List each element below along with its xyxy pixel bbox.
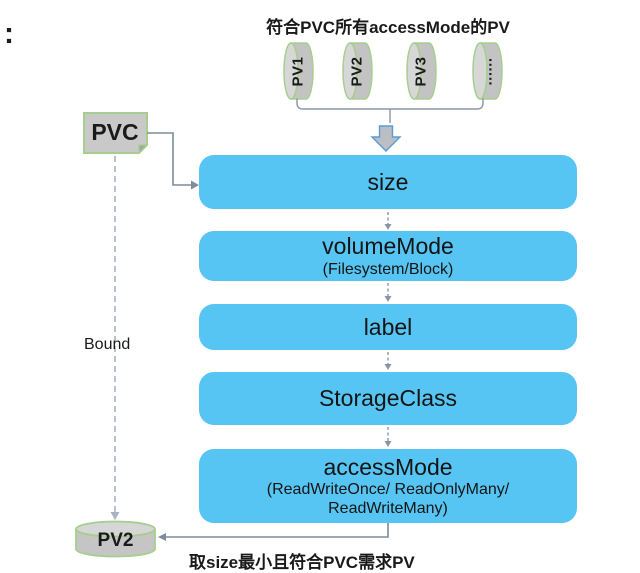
bound-label: Bound	[84, 336, 131, 353]
bottom-caption: 取size最小且符合PVC需求PV	[189, 553, 415, 572]
criteria-box-accessmode-title: accessMode	[323, 453, 453, 480]
grouping-bracket	[296, 98, 484, 110]
flow-arrows	[384, 212, 392, 447]
result-connector	[166, 523, 389, 538]
criteria-box-label-title: label	[363, 313, 413, 340]
pv2-label: PV2	[348, 56, 366, 87]
pvc-note-shape	[83, 112, 149, 155]
criteria-box-volumemode-subtitle: (Filesystem/Block)	[322, 260, 454, 278]
result-cylinder-label: PV2	[97, 530, 134, 551]
pv2-cylinder-shape	[342, 42, 373, 100]
criteria-box-storageclass: StorageClass	[199, 372, 577, 425]
criteria-box-size: size	[199, 155, 577, 209]
pv1-cylinder-shape	[283, 42, 314, 100]
pv3-label: PV3	[412, 56, 430, 87]
criteria-box-size-title: size	[367, 168, 409, 195]
pv-more-label: ......	[478, 57, 496, 86]
criteria-box-volumemode: volumeMode (Filesystem/Block)	[199, 231, 577, 281]
pvc-to-size-arrowhead	[191, 180, 199, 190]
criteria-box-volumemode-title: volumeMode	[322, 233, 454, 260]
pvc-box-label: PVC	[91, 119, 139, 145]
pv-more-cylinder-shape	[472, 42, 503, 100]
criteria-box-accessmode-subtitle-line1: (ReadWriteOnce/ ReadOnlyMany/	[266, 481, 510, 499]
criteria-box-accessmode-subtitle-line2: ReadWriteMany)	[328, 500, 448, 518]
pv3-cylinder-shape	[406, 42, 437, 100]
result-arrowhead	[158, 533, 166, 541]
result-cylinder-shape	[75, 520, 156, 558]
colon-marker: :	[4, 17, 14, 50]
bound-arrowhead	[110, 512, 120, 520]
criteria-box-label: label	[199, 304, 577, 350]
pvc-to-size-connector	[147, 132, 191, 186]
criteria-box-storageclass-title: StorageClass	[318, 385, 458, 412]
top-caption: 符合PVC所有accessMode的PV	[266, 18, 510, 37]
criteria-box-accessmode: accessMode (ReadWriteOnce/ ReadOnlyMany/…	[199, 449, 577, 523]
pv1-label: PV1	[289, 56, 307, 87]
down-block-arrow	[370, 125, 402, 152]
